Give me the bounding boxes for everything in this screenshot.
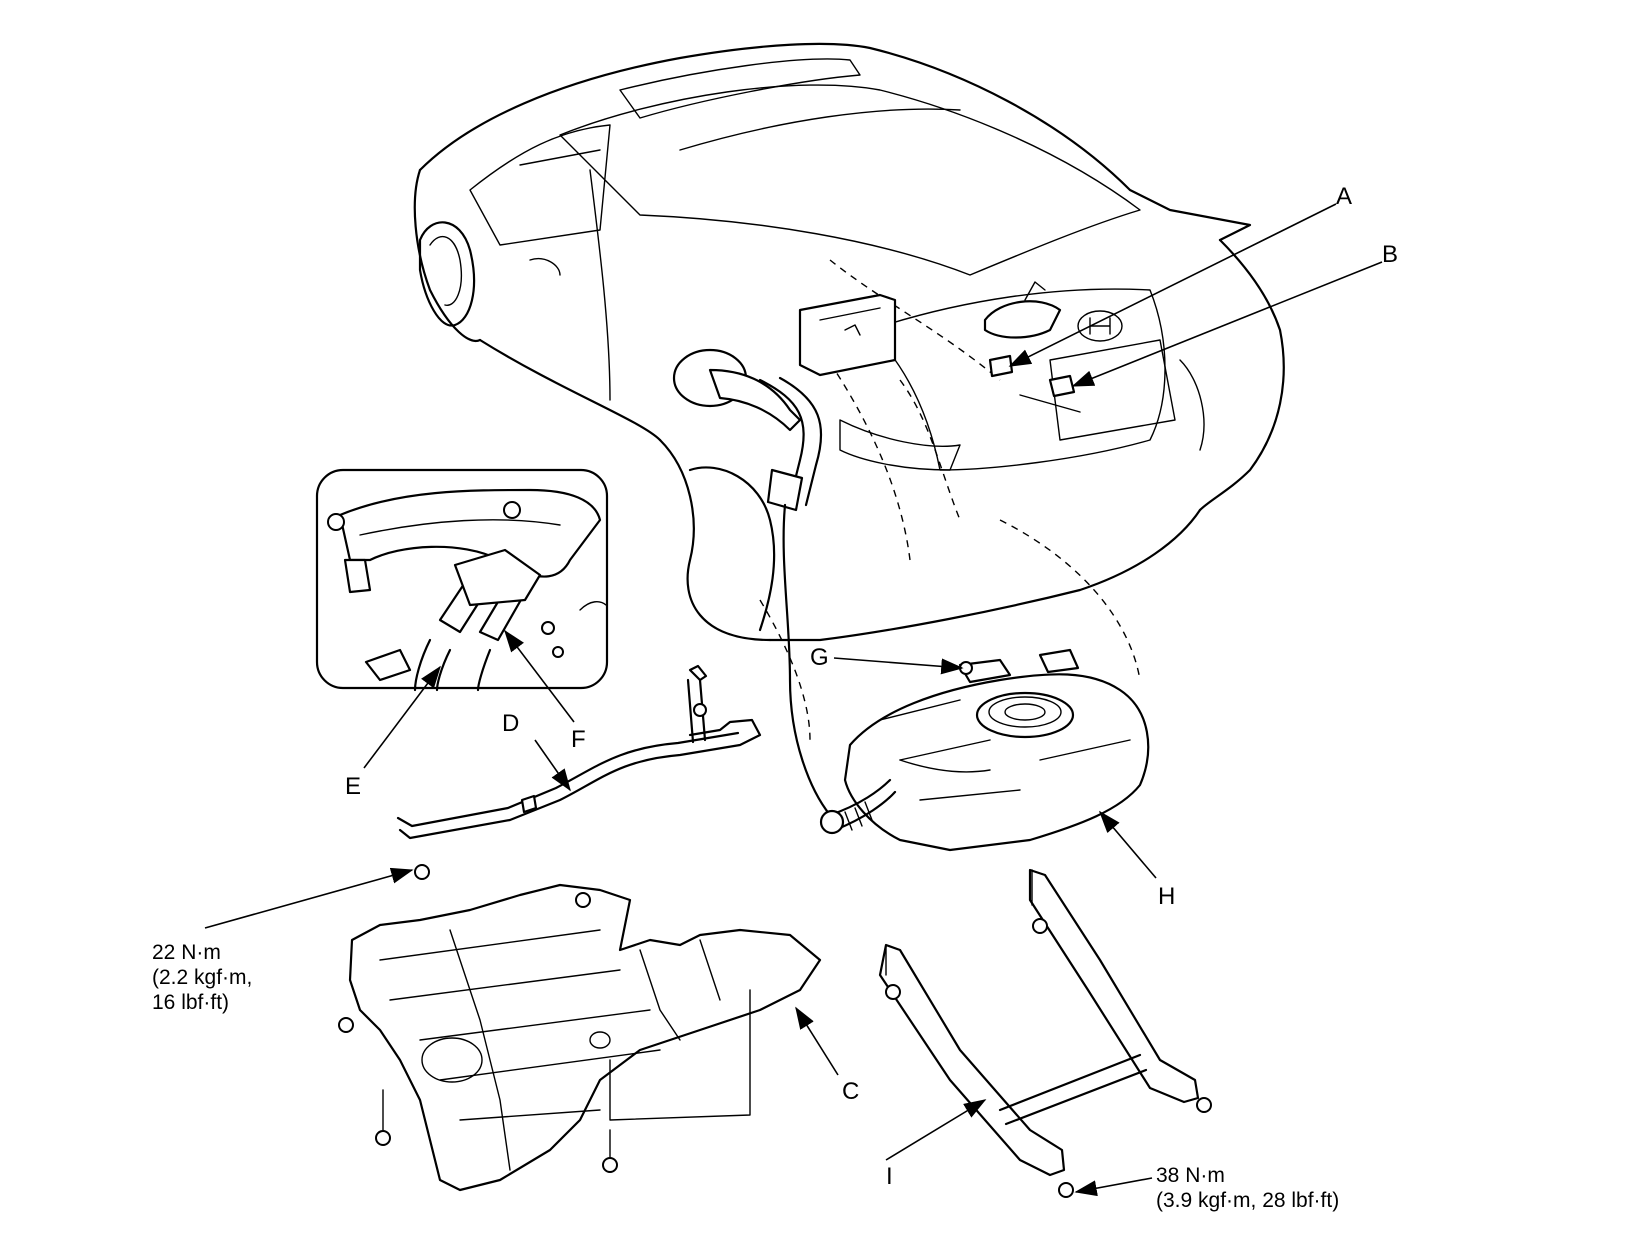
callout-h: H (1158, 883, 1176, 910)
connector-b (1048, 374, 1076, 398)
trunk-interior-parts (798, 281, 1081, 413)
leader-lines (204, 203, 1383, 1197)
torque-right-line1: 38 N·m (1156, 1164, 1225, 1187)
callout-d: D (502, 710, 520, 737)
callout-c: C (842, 1078, 860, 1105)
fuel-tank-h (819, 648, 1150, 852)
callout-b: B (1382, 241, 1399, 268)
fuel-filler-neck (708, 368, 832, 817)
torque-right-line2: (3.9 kgf·m, 28 lbf·ft) (1156, 1189, 1340, 1212)
callout-f: F (571, 726, 586, 753)
tank-straps-i (878, 868, 1212, 1198)
torque-left-line1: 22 N·m (152, 941, 221, 964)
callout-g: G (810, 644, 829, 671)
callout-e: E (345, 773, 362, 800)
callout-a: A (1336, 183, 1353, 210)
inset-detail (315, 468, 609, 692)
torque-left-line3: 16 lbf·ft) (152, 991, 230, 1014)
torque-spec-splash-shield: 22 N·m (2.2 kgf·m, 16 lbf·ft) (152, 940, 252, 1015)
torque-spec-tank-strap: 38 N·m (3.9 kgf·m, 28 lbf·ft) (1156, 1163, 1339, 1213)
fuel-pump-connector-a (988, 354, 1014, 378)
car-body (413, 42, 1285, 741)
callout-i: I (886, 1163, 893, 1190)
torque-left-line2: (2.2 kgf·m, (152, 966, 253, 989)
splash-shield-c (338, 864, 822, 1192)
